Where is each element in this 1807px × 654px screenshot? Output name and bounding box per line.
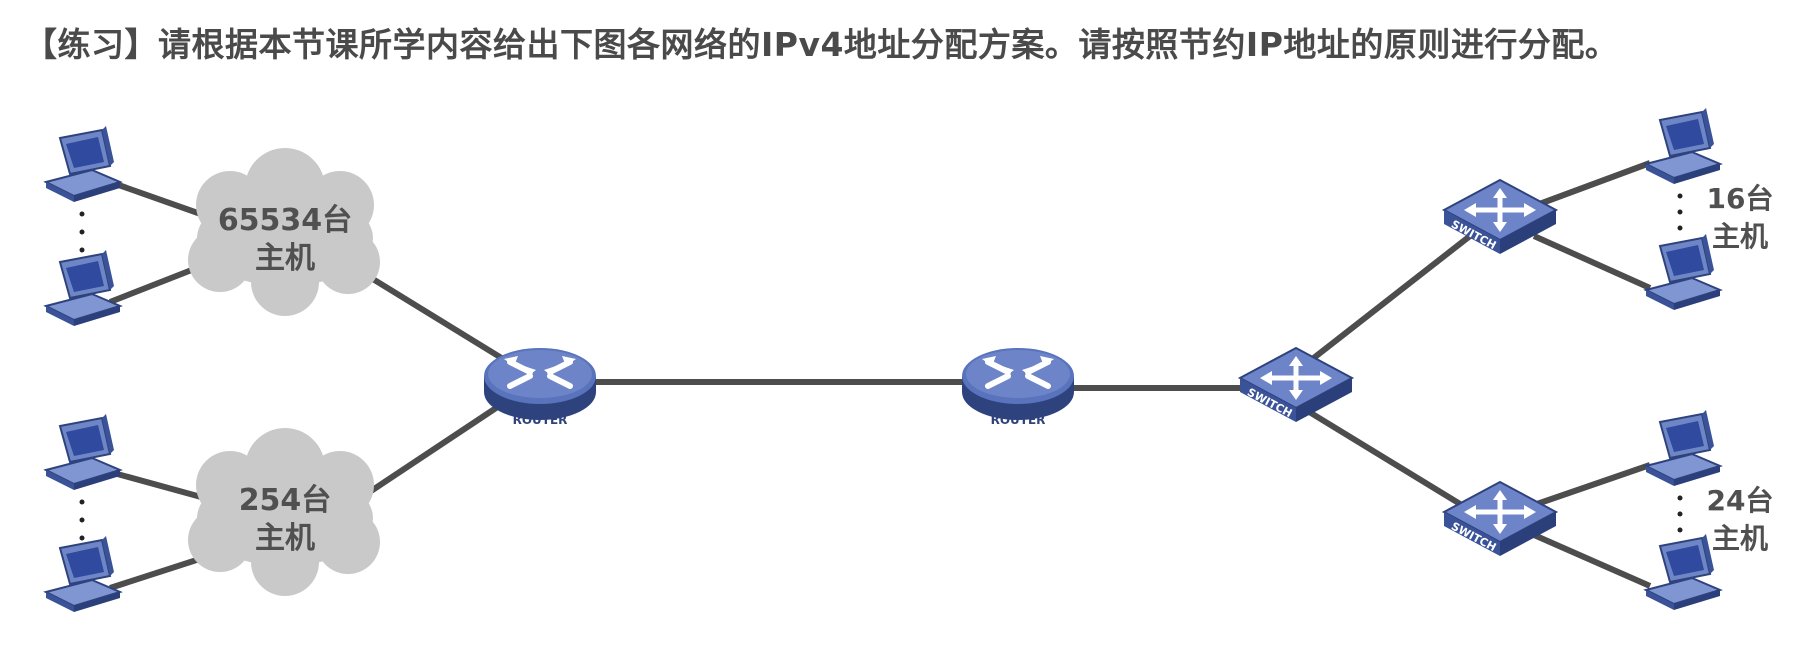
link-top-pc5 — [1532, 160, 1652, 209]
link-pc4-cloud-b — [109, 552, 213, 591]
link-cloud-b-router-left — [348, 397, 510, 508]
cloud-net-b: 254台 主机 — [188, 428, 380, 596]
switch-core: SWITCH — [1240, 348, 1352, 422]
link-cloud-a-router-left — [348, 262, 510, 365]
ellipsis-dots-right — [1677, 193, 1683, 533]
router-right-label: ROUTER — [991, 413, 1046, 427]
link-core-top — [1304, 233, 1472, 367]
computer-icon — [45, 535, 121, 613]
ellipsis-dots-left — [79, 211, 85, 541]
computer-icon — [45, 125, 121, 203]
computer-icon — [1645, 533, 1721, 611]
computer-icon — [45, 413, 121, 491]
cloud-a-count: 65534台 — [218, 203, 352, 238]
router-icon — [484, 348, 596, 420]
link-pc1-cloud-a — [109, 179, 213, 221]
hosts-bottom-count: 24台 — [1707, 484, 1774, 517]
link-core-bottom — [1304, 407, 1472, 513]
link-bottom-pc7 — [1533, 462, 1651, 508]
switch-icon — [1444, 482, 1556, 556]
hosts-top-unit: 主机 — [1712, 220, 1768, 253]
computer-icon — [1645, 409, 1721, 487]
cloud-b-unit: 主机 — [255, 521, 315, 556]
hosts-top-count: 16台 — [1707, 182, 1774, 215]
computer-icon — [45, 249, 121, 327]
link-pc3-cloud-b — [109, 469, 213, 503]
link-bottom-pc8 — [1532, 532, 1652, 589]
computer-icon — [1645, 107, 1721, 185]
router-right: ROUTER — [962, 348, 1074, 427]
hosts-bottom-unit: 主机 — [1712, 522, 1768, 555]
router-icon — [962, 348, 1074, 420]
cloud-b-count: 254台 — [239, 483, 332, 518]
link-top-pc6 — [1532, 233, 1652, 291]
router-left: ROUTER — [484, 348, 596, 427]
switch-bottom: SWITCH — [1444, 482, 1556, 556]
switch-icon — [1240, 348, 1352, 422]
router-left-label: ROUTER — [513, 413, 568, 427]
computer-icon — [1645, 233, 1721, 311]
hosts-bottom-right-label: 24台 主机 — [1707, 484, 1774, 555]
hosts-top-right-label: 16台 主机 — [1707, 182, 1774, 253]
links — [108, 160, 1652, 591]
cloud-a-unit: 主机 — [255, 241, 315, 276]
page-title: 【练习】请根据本节课所学内容给出下图各网络的IPv4地址分配方案。请按照节约IP… — [24, 25, 1619, 64]
cloud-net-a: 65534台 主机 — [188, 148, 380, 316]
